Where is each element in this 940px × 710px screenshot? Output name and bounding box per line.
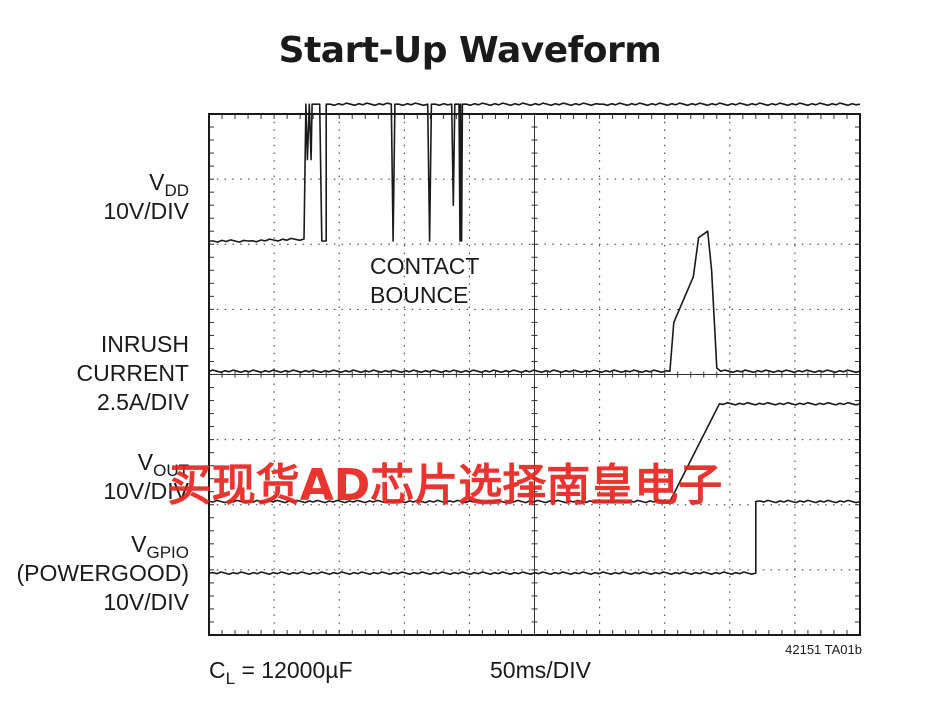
traces [208,102,861,575]
plot-frame [208,113,861,636]
trace-vgpio [208,499,861,575]
channel-label-line: 2.5A/DIV [97,389,190,415]
channel-label-line: VGPIO [131,531,189,562]
capacitance-condition: CL = 12000µF [209,657,353,688]
time-scale-label: 50ms/DIV [490,657,592,683]
channel-label-line: 10V/DIV [103,478,189,504]
annotation-bounce: BOUNCE [370,282,468,308]
trace-vout [208,401,861,504]
channel-label-line: VDD [149,169,189,200]
graticule [209,114,860,635]
channel-label-line: INRUSH [101,331,189,357]
channel-label-line: VOUT [138,449,189,480]
trace-vdd [209,102,861,243]
channel-labels: VDD10V/DIVINRUSHCURRENT2.5A/DIVVOUT10V/D… [17,169,190,615]
chart-title: Start-Up Waveform [278,30,662,71]
channel-label-line: CURRENT [77,360,189,386]
watermark: 买现货AD芯片选择南皇电子 [168,460,723,511]
channel-label-line: 10V/DIV [103,589,189,615]
channel-label-line: 10V/DIV [103,198,189,224]
channel-label-line: (POWERGOOD) [17,560,190,586]
figure-id: 42151 TA01b [785,642,862,657]
annotation-contact: CONTACT [370,253,479,279]
trace-inrush-current [208,230,861,374]
